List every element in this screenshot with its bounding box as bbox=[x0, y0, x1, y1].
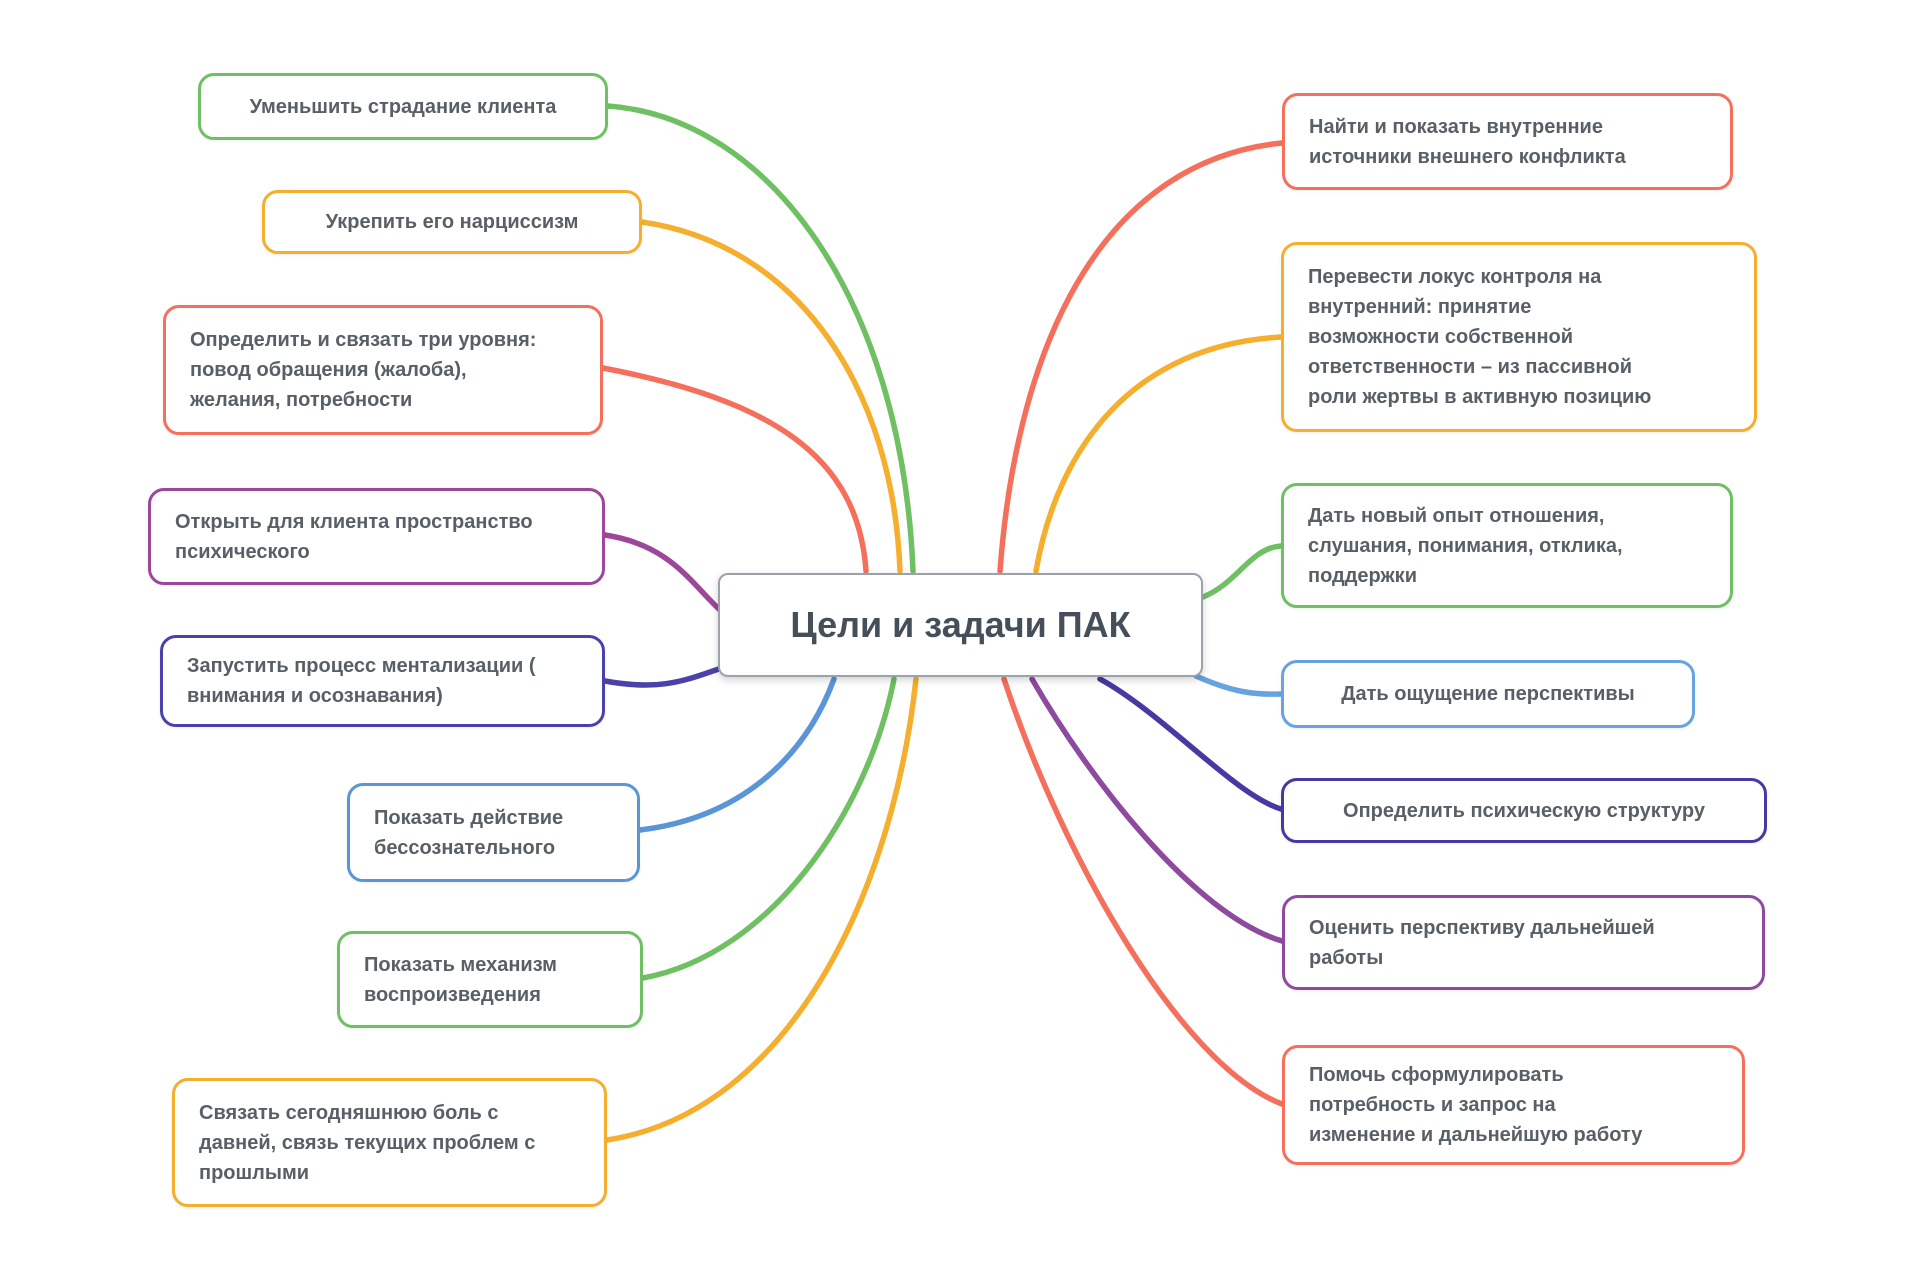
connector-right-3 bbox=[1200, 543, 1284, 600]
node-label: Запустить процесс ментализации ( внимани… bbox=[187, 655, 536, 707]
connector-right-1 bbox=[997, 140, 1285, 574]
node-label: Показать действие бессознательного bbox=[374, 806, 564, 859]
connector-left-1 bbox=[605, 103, 916, 574]
node-label: Найти и показать внутренние источники вн… bbox=[1309, 115, 1626, 168]
node-link-pain-past[interactable]: Связать сегодняшнюю боль с давней, связь… bbox=[172, 1078, 607, 1207]
node-label: Помочь сформулировать потребность и запр… bbox=[1309, 1064, 1643, 1146]
node-show-unconscious-action[interactable]: Показать действие бессознательного bbox=[347, 783, 640, 882]
connector-left-8 bbox=[604, 676, 919, 1143]
connector-right-4 bbox=[1193, 673, 1284, 697]
node-help-formulate-request[interactable]: Помочь сформулировать потребность и запр… bbox=[1282, 1045, 1745, 1165]
node-define-psychic-structure[interactable]: Определить психическую структуру bbox=[1281, 778, 1767, 843]
node-label: Открыть для клиента пространство психиче… bbox=[175, 510, 533, 563]
node-label: Определить психическую структуру bbox=[1343, 799, 1705, 822]
node-label: Перевести локус контроля на внутренний: … bbox=[1308, 266, 1652, 408]
connector-left-2 bbox=[639, 219, 903, 574]
connector-right-7 bbox=[1001, 676, 1285, 1107]
node-new-relationship-experience[interactable]: Дать новый опыт отношения, слушания, пон… bbox=[1281, 483, 1733, 608]
connector-left-5 bbox=[602, 665, 725, 688]
node-reduce-client-suffering[interactable]: Уменьшить страдание клиента bbox=[198, 73, 608, 140]
connector-left-3 bbox=[600, 365, 869, 574]
connector-right-2 bbox=[1033, 334, 1284, 574]
node-open-psychic-space[interactable]: Открыть для клиента пространство психиче… bbox=[148, 488, 605, 585]
node-label: Связать сегодняшнюю боль с давней, связь… bbox=[199, 1101, 536, 1184]
node-sense-of-perspective[interactable]: Дать ощущение перспективы bbox=[1281, 660, 1695, 728]
connector-left-7 bbox=[640, 676, 897, 981]
node-label: Оценить перспективу дальнейшей работы bbox=[1309, 916, 1655, 969]
node-label: Дать новый опыт отношения, слушания, пон… bbox=[1308, 504, 1623, 587]
node-label: Определить и связать три уровня: повод о… bbox=[190, 329, 537, 411]
node-label: Дать ощущение перспективы bbox=[1341, 683, 1635, 705]
node-assess-further-work[interactable]: Оценить перспективу дальнейшей работы bbox=[1282, 895, 1765, 990]
connector-left-4 bbox=[602, 532, 723, 613]
connector-right-5 bbox=[1097, 676, 1284, 812]
central-node-title: Цели и задачи ПАК bbox=[790, 604, 1131, 645]
node-label: Укрепить его нарциссизм bbox=[325, 211, 579, 233]
connector-left-6 bbox=[637, 676, 837, 833]
node-find-internal-sources[interactable]: Найти и показать внутренние источники вн… bbox=[1282, 93, 1733, 190]
node-strengthen-narcissism[interactable]: Укрепить его нарциссизм bbox=[262, 190, 642, 254]
central-node[interactable]: Цели и задачи ПАК bbox=[718, 573, 1203, 677]
node-label: Показать механизм воспроизведения bbox=[364, 953, 557, 1006]
node-shift-locus-of-control[interactable]: Перевести локус контроля на внутренний: … bbox=[1281, 242, 1757, 432]
node-show-reproduction-mechanism[interactable]: Показать механизм воспроизведения bbox=[337, 931, 643, 1028]
node-define-three-levels[interactable]: Определить и связать три уровня: повод о… bbox=[163, 305, 603, 435]
node-start-mentalization[interactable]: Запустить процесс ментализации ( внимани… bbox=[160, 635, 605, 727]
node-label: Уменьшить страдание клиента bbox=[249, 95, 557, 118]
connector-right-6 bbox=[1029, 676, 1285, 944]
